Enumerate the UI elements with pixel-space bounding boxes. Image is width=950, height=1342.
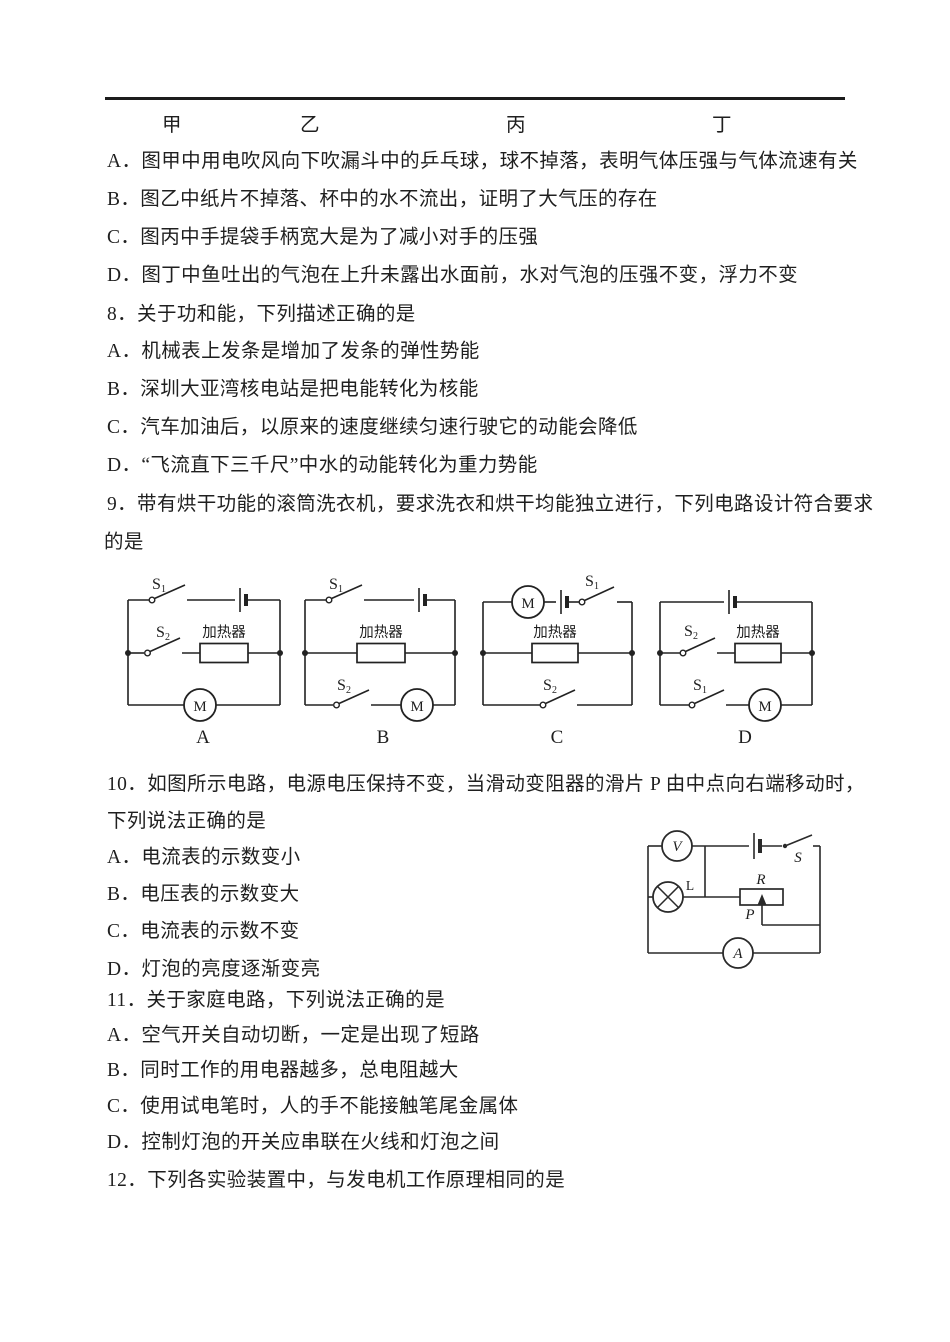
junction-dot — [452, 650, 458, 656]
circuit-diagram-q10: V A L R P S — [647, 830, 821, 969]
circuit-diagram-b: S1 S2 加热器 M B — [302, 576, 458, 748]
question-11-option-a: A．空气开关自动切断，一定是出现了短路 — [107, 1025, 480, 1046]
circuit-caption-a: A — [196, 727, 210, 748]
motor-label: M — [193, 699, 206, 715]
question-7-option-a: A．图甲中用电吹风向下吹漏斗中的乒乓球，球不掉落，表明气体压强与气体流速有关 — [107, 151, 858, 172]
battery-icon — [728, 590, 737, 614]
switch-s1-label: S1 — [585, 573, 599, 592]
switch-pivot-icon — [782, 843, 788, 849]
motor-label: M — [758, 699, 771, 715]
battery-icon — [560, 590, 569, 614]
section-divider — [105, 97, 845, 100]
figure-label-yi: 乙 — [300, 115, 320, 136]
circuit-c-wires — [482, 586, 633, 706]
ammeter-label: A — [732, 946, 743, 962]
question-10-option-c: C．电流表的示数不变 — [107, 921, 300, 942]
figure-label-jia: 甲 — [162, 115, 182, 136]
switch-s2-label: S2 — [543, 677, 557, 696]
question-8-option-d: D．“飞流直下三千尺”中水的动能转化为重力势能 — [107, 455, 538, 476]
question-11-option-b: B．同时工作的用电器越多，总电阻越大 — [107, 1060, 459, 1081]
circuit-a-wires — [127, 584, 281, 706]
question-7-option-c: C．图丙中手提袋手柄宽大是为了减小对手的压强 — [107, 227, 539, 248]
junction-dot — [125, 650, 131, 656]
circuit-diagram-d: S2 S1 加热器 M D — [657, 590, 815, 748]
motor-icon — [748, 688, 782, 722]
question-8-stem: 8．关于功和能，下列描述正确的是 — [107, 304, 416, 325]
question-8-option-b: B．深圳大亚湾核电站是把电能转化为核能 — [107, 379, 479, 400]
circuit-diagram-c: M S1 S2 加热器 C — [480, 573, 635, 748]
junction-dot — [657, 650, 663, 656]
switch-s2-label: S2 — [156, 624, 170, 643]
circuit-d-wires — [659, 601, 813, 706]
switch-s2-label: S2 — [684, 623, 698, 642]
circuit-diagram-a: S1 S2 加热器 M A — [125, 576, 283, 748]
question-9-stem-line2: 的是 — [104, 532, 144, 553]
question-11-option-c: C．使用试电笔时，人的手不能接触笔尾金属体 — [107, 1096, 519, 1117]
battery-icon — [239, 588, 248, 612]
heater-icon — [356, 642, 406, 664]
switch-s1-label: S1 — [152, 576, 166, 595]
junction-dot — [277, 650, 283, 656]
question-10-option-d: D．灯泡的亮度逐渐变亮 — [107, 959, 321, 980]
switch-pivot-icon — [578, 598, 586, 606]
junction-dot — [302, 650, 308, 656]
circuit-caption-c: C — [551, 727, 564, 748]
heater-label: 加热器 — [202, 624, 246, 641]
lamp-icon — [652, 881, 684, 913]
figure-label-bing: 丙 — [506, 115, 526, 136]
voltmeter-label: V — [672, 839, 683, 855]
slider-label: P — [744, 907, 754, 923]
switch-pivot-icon — [333, 701, 341, 709]
junction-dot — [629, 650, 635, 656]
question-11-stem: 11．关于家庭电路，下列说法正确的是 — [107, 990, 445, 1011]
heater-icon — [734, 642, 782, 664]
heater-label: 加热器 — [533, 624, 577, 641]
heater-label: 加热器 — [736, 624, 780, 641]
rheostat-label: R — [755, 872, 765, 888]
voltmeter-icon — [661, 830, 693, 862]
heater-label: 加热器 — [359, 624, 403, 641]
switch-pivot-icon — [325, 596, 333, 604]
switch-label: S — [794, 850, 802, 866]
junction-dot — [809, 650, 815, 656]
circuit-caption-b: B — [377, 727, 390, 748]
switch-pivot-icon — [148, 596, 156, 604]
switch-pivot-icon — [688, 701, 696, 709]
question-8-option-a: A．机械表上发条是增加了发条的弹性势能 — [107, 341, 480, 362]
lamp-label: L — [686, 878, 694, 893]
question-10-stem-line2: 下列说法正确的是 — [107, 811, 267, 832]
motor-label: M — [410, 699, 423, 715]
motor-label: M — [521, 596, 534, 612]
switch-pivot-icon — [539, 701, 547, 709]
battery-icon — [418, 588, 427, 612]
switch-s1-label: S1 — [693, 677, 707, 696]
switch-s2-label: S2 — [337, 677, 351, 696]
question-8-option-c: C．汽车加油后，以原来的速度继续匀速行驶它的动能会降低 — [107, 417, 638, 438]
question-9-stem-line1: 9．带有烘干功能的滚筒洗衣机，要求洗衣和烘干均能独立进行，下列电路设计符合要求 — [107, 494, 874, 515]
figure-label-ding: 丁 — [712, 115, 732, 136]
switch-pivot-icon — [144, 649, 152, 657]
question-7-option-d: D．图丁中鱼吐出的气泡在上升未露出水面前，水对气泡的压强不变，浮力不变 — [107, 265, 799, 286]
question-10-option-b: B．电压表的示数变大 — [107, 884, 300, 905]
circuit-q10-wires — [647, 834, 821, 954]
question-12-stem: 12．下列各实验装置中，与发电机工作原理相同的是 — [107, 1170, 566, 1191]
question-10-stem-line1: 10．如图所示电路，电源电压保持不变，当滑动变阻器的滑片 P 由中点向右端移动时… — [107, 774, 865, 795]
switch-pivot-icon — [679, 649, 687, 657]
ammeter-icon — [722, 937, 754, 969]
junction-dot — [480, 650, 486, 656]
motor-icon — [183, 688, 217, 722]
motor-icon — [400, 688, 434, 722]
question-11-option-d: D．控制灯泡的开关应串联在火线和灯泡之间 — [107, 1132, 500, 1153]
battery-icon — [753, 833, 762, 859]
heater-icon — [199, 642, 249, 664]
switch-s1-label: S1 — [329, 576, 343, 595]
slider-arrow-icon — [757, 894, 767, 905]
question-10-option-a: A．电流表的示数变小 — [107, 847, 301, 868]
motor-icon — [511, 585, 545, 619]
heater-icon — [531, 642, 579, 664]
question-7-option-b: B．图乙中纸片不掉落、杯中的水不流出，证明了大气压的存在 — [107, 189, 658, 210]
circuit-caption-d: D — [738, 727, 752, 748]
